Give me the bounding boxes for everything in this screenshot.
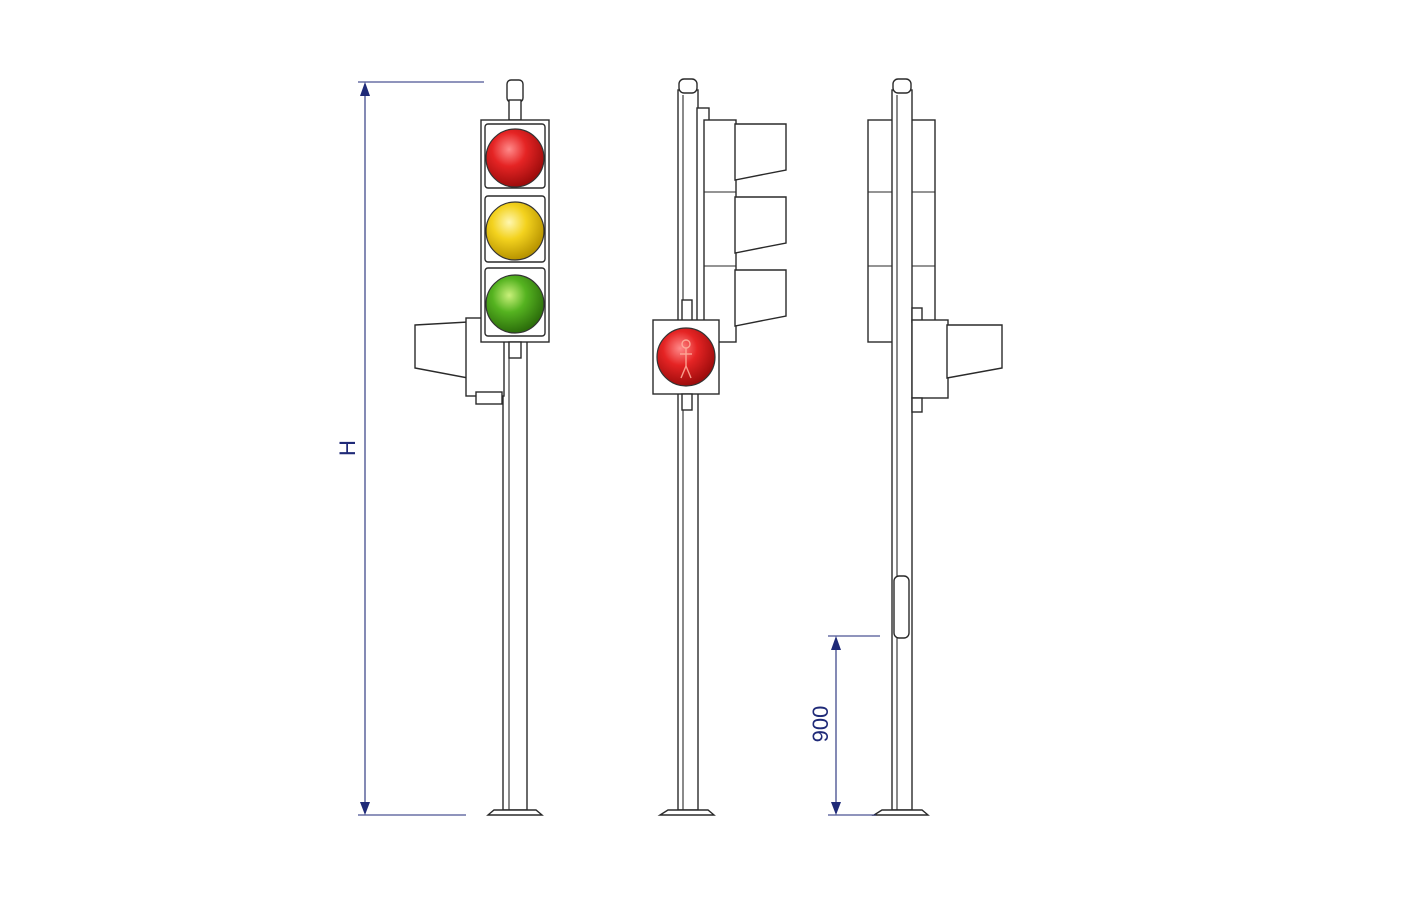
ped-top-bracket [681,299,693,323]
height-dimension: H [335,81,484,816]
side-visor-red [734,123,787,181]
red-lamp [485,128,545,188]
side-signal-body [703,119,737,343]
front-top-bracket [508,99,522,121]
rear-side-bracket-bottom [911,397,923,413]
rear-access-door [893,575,910,639]
front-pole [502,339,528,811]
rear-base [871,809,930,816]
green-lamp [485,274,545,334]
side-view [652,78,787,816]
height-label: H [335,440,360,456]
rear-pole-cap [892,78,912,94]
rear-pole [891,89,913,811]
height-arrow-top [360,82,370,96]
rear-view [867,78,1003,816]
rear-side-housing [911,319,949,399]
side-visor-yellow [734,196,787,254]
front-pole-cap [506,79,524,103]
rear-side-visor [946,324,1003,379]
ped-bottom-bracket [681,393,693,411]
base-height-arrow-top [831,636,841,650]
side-visor-green [734,269,787,327]
side-base [657,809,716,816]
height-arrow-bottom [360,802,370,815]
yellow-lamp [485,201,545,261]
front-view [414,79,550,816]
front-base [486,809,544,816]
base-height-arrow-bottom [831,802,841,815]
front-side-bracket [475,391,503,405]
front-bottom-bracket [508,341,522,359]
side-pole [677,89,699,811]
pedestrian-figure-icon [680,339,692,379]
base-height-dimension: 900 [808,635,880,816]
base-height-label: 900 [808,706,833,743]
front-side-visor [414,321,469,379]
side-pole-cap [678,78,698,94]
